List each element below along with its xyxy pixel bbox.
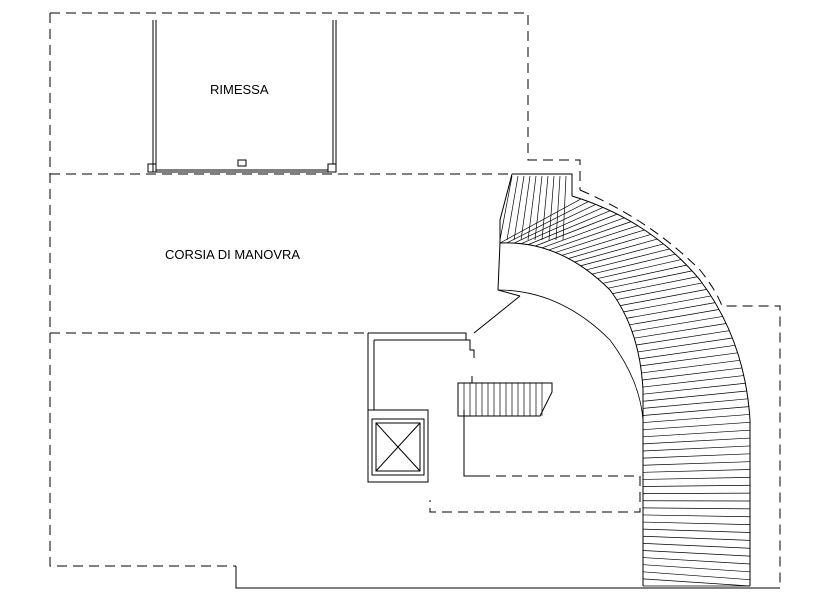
ramp-hatch-line [620,289,707,306]
ramp-hatch-line [629,309,720,326]
ramp-hatch-line [568,234,652,259]
ramp-hatch-line [642,484,751,487]
ground-boundary [235,566,780,589]
ramp-hatch-line [548,221,632,251]
ramp-hatch-line [642,469,751,473]
maneuver-lane-label: CORSIA DI MANOVRA [165,247,300,262]
ramp-hatch-line [586,248,670,271]
ramp-hatch-line [561,229,645,256]
ramp-hatch-line [642,578,751,587]
ramp-hatch-line [597,259,682,279]
ramp-hatch-line [642,550,751,557]
ramp-hatch-line [608,270,693,289]
ramp-hatch-line [548,175,555,241]
ramp-hatch-line [555,175,561,241]
ramp-hatch-line [626,302,716,319]
ramp-hatch-line [541,175,549,241]
ramp-hatch-line [642,453,751,459]
ramp-hatch-line [642,557,751,565]
ramp-hatch-line [642,543,751,549]
building-block [367,295,641,513]
ramp-hatch-line [642,414,750,423]
ramp-hatch-line [642,521,751,525]
ramp-hatch-line [636,330,730,346]
ramp-hatch-line [602,264,687,284]
ramp-hatch-line [642,421,751,431]
ramp-hatch-line [520,175,531,241]
ramp-hatch-line [499,175,513,241]
ramp-hatch-line [642,507,751,510]
property-boundary [49,12,781,586]
ramp-hatch-line [641,359,740,374]
ramp-hatch-line [642,382,746,395]
ramp-hatch-line [562,175,567,241]
ramp-hatch-line [506,201,589,244]
ramp-hatch-line [612,276,698,294]
ramp-hatch-line [514,204,596,244]
garage-walls [147,20,337,173]
garage-label: RIMESSA [210,82,269,97]
ramp-hatching [499,175,751,587]
ramp-hatch-line [574,238,658,263]
ramp-hatch-line [642,477,751,480]
ramp-hatch-line [642,437,751,445]
ramp-hatch-line [642,564,751,573]
ramp-hatch-line [499,198,582,244]
stair-treads [463,383,543,416]
ramp-hatch-line [642,528,751,533]
ramp-hatch-line [642,390,747,402]
ramp-hatch-line [642,375,744,388]
stair-flight [457,376,553,417]
ramp-hatch-line [637,337,733,353]
ramp-hatch-line [513,175,525,241]
ramp-hatch-line [521,207,604,244]
ramp-hatch-line [642,429,751,438]
ramp-hatch-line [616,282,703,300]
ramp-hatch-line [639,344,736,360]
ramp-hatch-line [506,175,519,241]
ramp-hatch-line [631,316,723,332]
ramp-hatch-line [592,253,676,275]
ramp-hatch-line [542,217,625,249]
ramp-hatch-line [642,461,751,466]
ramp-hatch-line [642,514,751,518]
ramp-hatch-line [534,175,543,241]
ramp-hatch-line [623,295,712,313]
ramp-hatch-line [642,367,743,381]
ramp-hatch-line [642,571,751,581]
ramp-hatch-line [642,398,748,409]
ramp-hatch-line [642,406,749,416]
ramp-hatch-line [634,323,727,339]
ramp-hatch-line [535,213,618,247]
ramp-hatch-line [640,352,738,367]
ramp-hatch-line [555,225,638,253]
ramp-hatch-line [642,445,751,452]
ramp-hatch-line [580,243,664,267]
ramp-hatch-line [642,535,751,541]
ramp-hatch-line [527,175,537,241]
